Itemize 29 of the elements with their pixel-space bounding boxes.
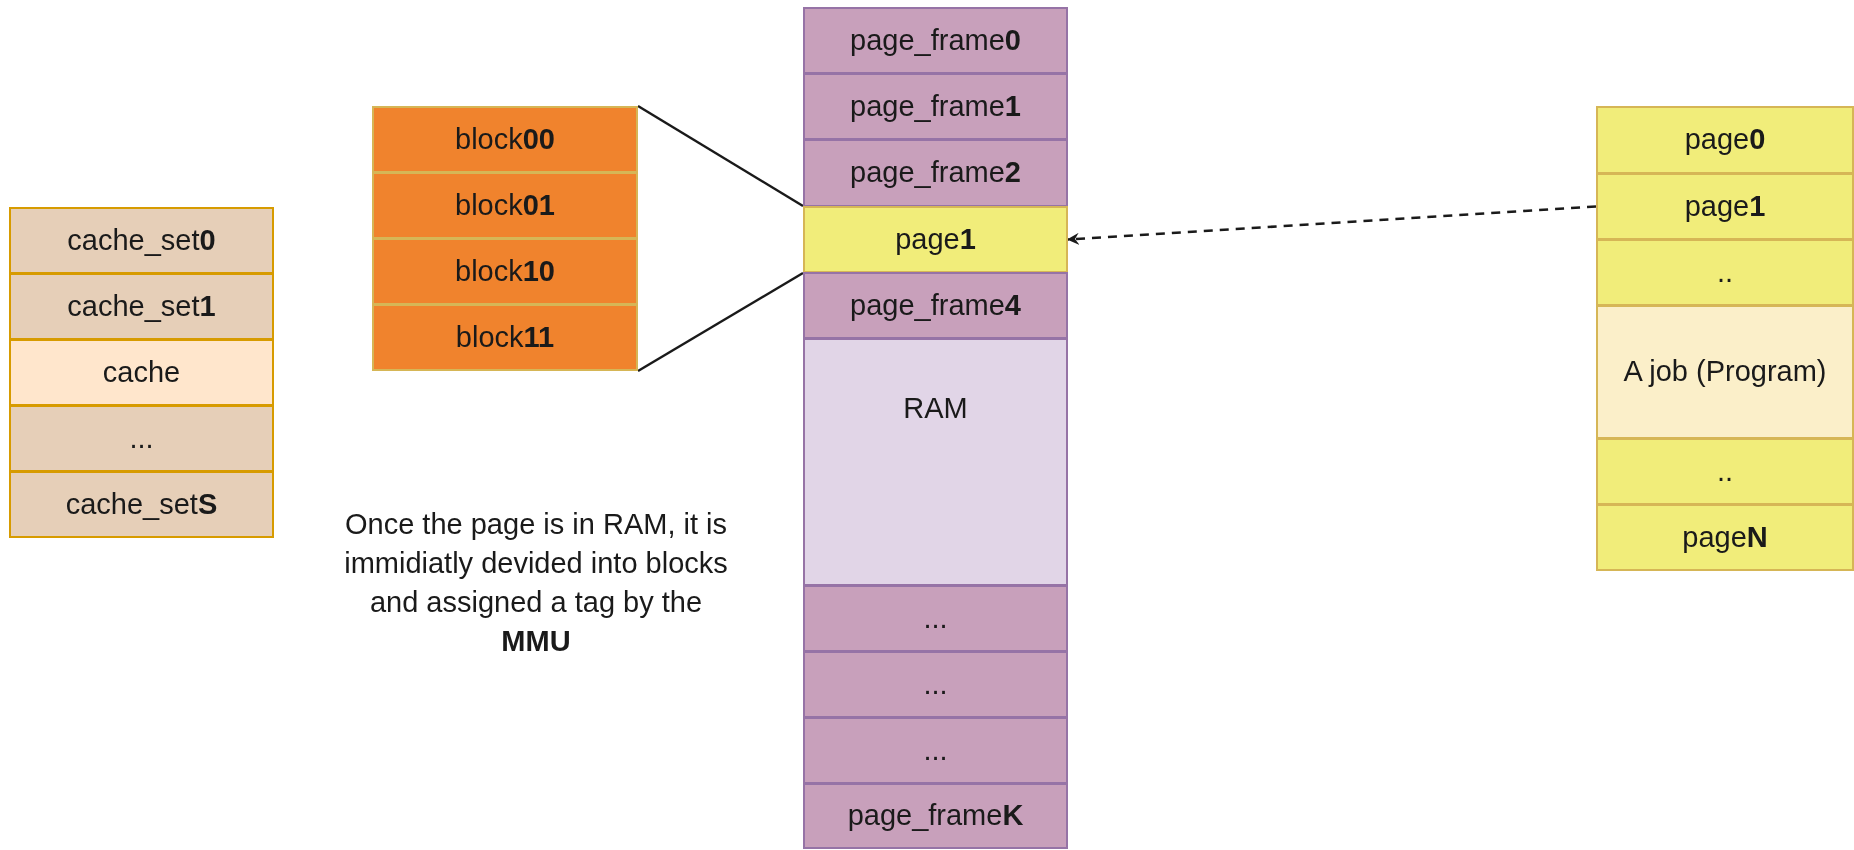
cache-row: ... <box>9 405 274 472</box>
page-row: .. <box>1596 239 1854 306</box>
page-frame-row: page_frame1 <box>803 73 1068 140</box>
arrow <box>1067 205 1597 245</box>
page-row: page0 <box>1596 106 1854 174</box>
cache-row: cache_set1 <box>9 273 274 340</box>
cache-row: cache <box>9 339 274 406</box>
job-region: A job (Program) <box>1596 305 1854 439</box>
block-row: block10 <box>372 238 638 305</box>
connector-line <box>637 104 804 208</box>
page-frame-row: ... <box>803 717 1068 784</box>
page-frame-row: page_frame4 <box>803 272 1068 339</box>
page-row: page1 <box>803 206 1068 273</box>
block-row: block01 <box>372 172 638 239</box>
page-row: page1 <box>1596 173 1854 240</box>
page-frame-row: ... <box>803 585 1068 652</box>
ram-region: RAM <box>803 338 1068 586</box>
note-text: Once the page is in RAM, it is immidiatly devided into blocks and assigned a tag by the MMU <box>343 507 729 660</box>
page-frame-row: page_frame2 <box>803 139 1068 207</box>
connector-line <box>637 271 804 373</box>
page-row: pageN <box>1596 504 1854 571</box>
page-frame-row: page_frameK <box>803 783 1068 849</box>
cache-row: cache_set0 <box>9 207 274 274</box>
page-row: .. <box>1596 438 1854 505</box>
cache-row: cache_setS <box>9 471 274 538</box>
block-row: block00 <box>372 106 638 173</box>
block-row: block11 <box>372 304 638 371</box>
page-frame-row: page_frame0 <box>803 7 1068 74</box>
page-frame-row: ... <box>803 651 1068 718</box>
